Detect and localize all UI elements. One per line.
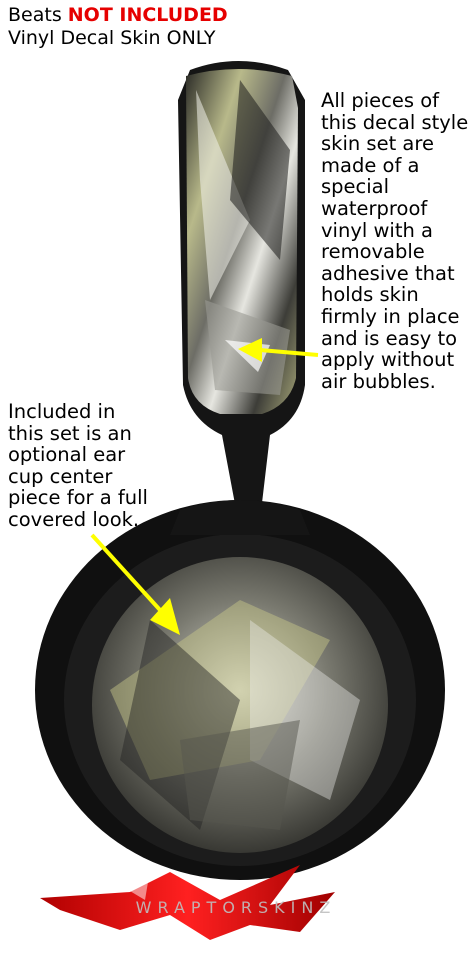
headband: [178, 61, 305, 520]
header-line-2: Vinyl Decal Skin ONLY: [8, 27, 216, 49]
header: Beats NOT INCLUDED Vinyl Decal Skin ONLY: [8, 4, 228, 50]
arrow-left-callout: [90, 533, 180, 635]
not-included-label: NOT INCLUDED: [67, 4, 228, 26]
ear-cup: [35, 500, 445, 880]
logo-wordmark: WRAPTORSKINZ: [136, 898, 337, 917]
wraptorskinz-logo: WRAPTORSKINZ: [40, 865, 337, 940]
waterproof-vinyl-callout: All pieces of this decal style skin set …: [321, 89, 469, 393]
header-line-1: Beats NOT INCLUDED: [8, 4, 228, 27]
ear-cup-skin: [92, 557, 388, 853]
ear-cup-center-callout: Included in this set is an optional ear …: [8, 400, 148, 531]
header-prefix: Beats: [8, 4, 68, 26]
arrow-right-callout: [238, 338, 319, 362]
